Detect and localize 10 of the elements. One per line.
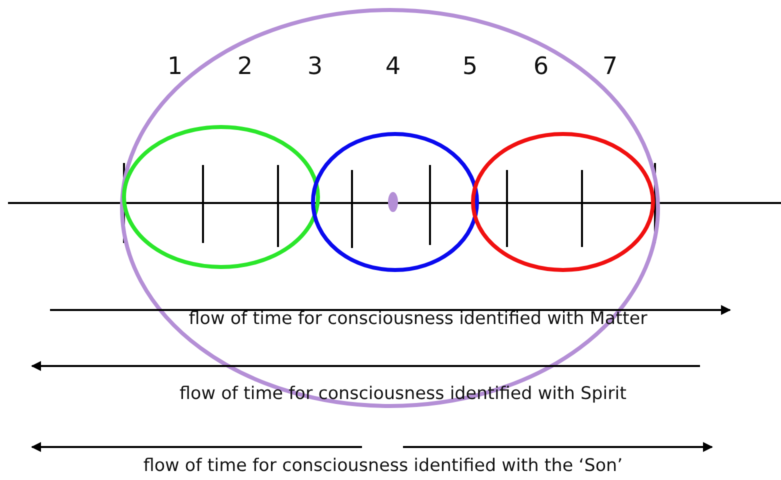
number-label: 5 [462,52,478,80]
number-label: 4 [385,52,401,80]
number-label: 6 [533,52,549,80]
number-label: 3 [307,52,323,80]
number-label: 1 [167,52,183,80]
flow-caption: flow of time for consciousness identified with Matter [188,309,648,329]
flow-caption: flow of time for consciousness identified with the ‘Son’ [143,456,623,476]
number-label: 7 [602,52,618,80]
number-label: 2 [237,52,253,80]
flow-caption: flow of time for consciousness identified with Spirit [179,384,627,404]
